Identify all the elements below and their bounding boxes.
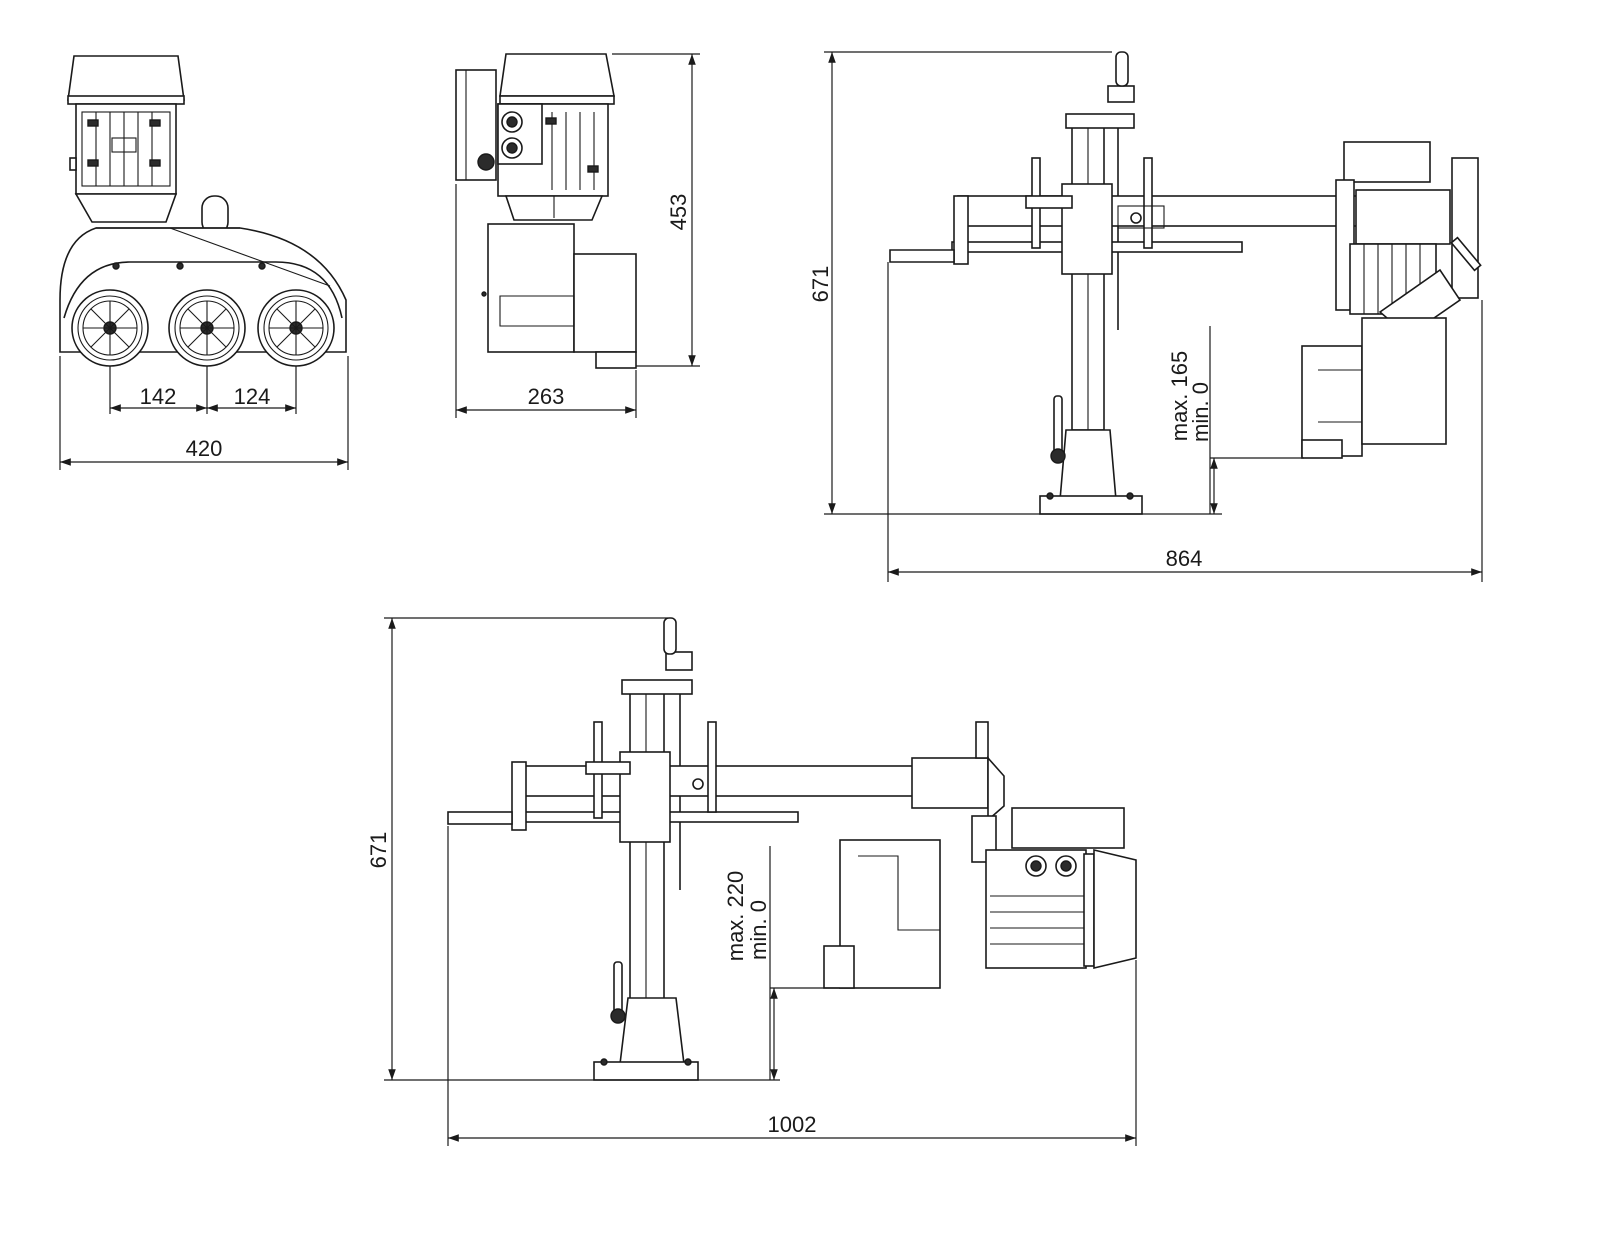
roller-1: [71, 289, 149, 367]
dim-1002: 1002: [768, 1112, 817, 1137]
dim-range-max-a: max. 165: [1167, 351, 1192, 442]
dim-range-min-a: min. 0: [1188, 382, 1213, 442]
height-crank: [1115, 51, 1129, 87]
side-elevation-view: 671 max. 165 min. 0 864: [808, 51, 1483, 582]
motor-mount: [1355, 189, 1451, 245]
dim-range-min-b: min. 0: [746, 900, 771, 960]
arm-crank-b: [447, 811, 513, 825]
column-base-b: [619, 997, 685, 1065]
motor-flange: [74, 193, 178, 223]
dim-671-b: 671: [366, 832, 391, 869]
dim-263: 263: [528, 384, 565, 409]
column-b: [629, 689, 665, 1001]
dim-420: 420: [186, 436, 223, 461]
arm-crank: [889, 249, 955, 263]
motor-fan-cover-side: [499, 53, 615, 97]
switch-box-b: [1011, 807, 1125, 849]
gearbox-3: [1301, 345, 1363, 457]
dim-453: 453: [666, 194, 691, 231]
gearbox-b: [839, 839, 941, 989]
front-view: 142 124 420: [59, 55, 349, 470]
horizontal-arm: [957, 195, 1363, 227]
dim-124: 124: [234, 384, 271, 409]
front-elevation-view: 671 max. 220 min. 0 1002: [366, 617, 1137, 1146]
roller-2: [168, 289, 246, 367]
motor-body: [75, 103, 177, 195]
roller-3: [257, 289, 335, 367]
dim-142: 142: [140, 384, 177, 409]
swivel-joint: [911, 757, 989, 809]
motor-cap: [1343, 141, 1431, 183]
column-base: [1059, 429, 1117, 501]
motor-fan-cover: [67, 55, 185, 101]
side-view: 453 263: [455, 53, 700, 418]
gearbox: [487, 223, 575, 353]
dim-864: 864: [1166, 546, 1203, 571]
motor-fan-cover-b: [1093, 848, 1137, 970]
dim-range-max-b: max. 220: [723, 871, 748, 962]
height-crank-b: [663, 617, 677, 655]
dim-671-a: 671: [808, 266, 833, 303]
